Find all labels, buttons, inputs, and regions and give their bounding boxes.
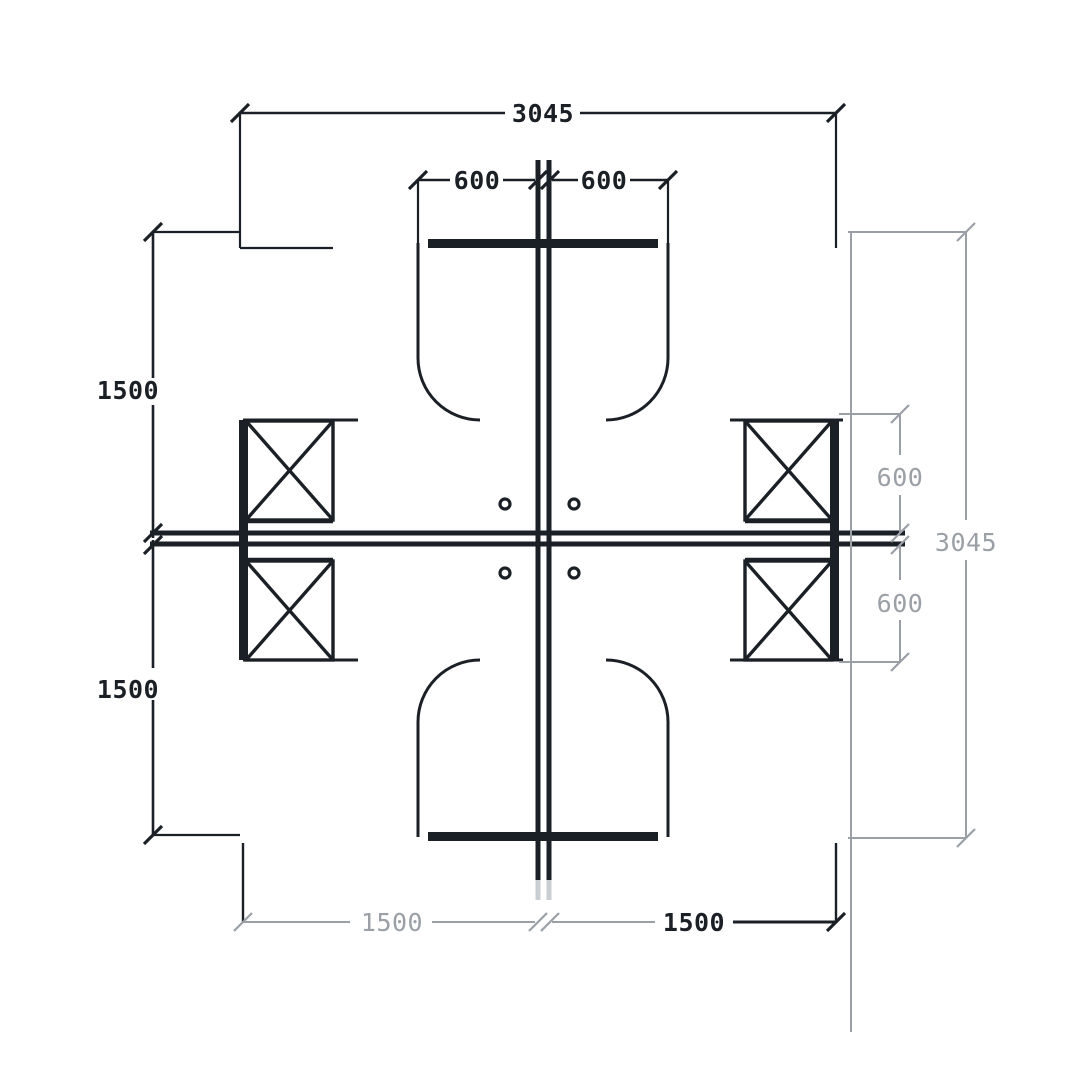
dim-right-overall: 3045	[848, 221, 997, 849]
dim-right-inner: 600 600	[839, 403, 924, 673]
right-end-wall	[830, 420, 839, 660]
dim-label-top-right-inner: 600	[581, 166, 628, 195]
left-end-wall	[239, 420, 248, 660]
dim-label-bottom-right: 1500	[663, 908, 725, 937]
bottom-end-bar	[428, 832, 658, 841]
brace-x-top-right	[743, 419, 834, 522]
dim-label-top-overall: 3045	[512, 99, 574, 128]
fillet-bottom-right	[605, 658, 670, 837]
fillet-top-left	[416, 243, 481, 422]
brace-x-bottom-right	[743, 559, 834, 662]
top-end-bar	[428, 239, 658, 248]
dim-label-top-left-inner: 600	[454, 166, 501, 195]
hole-bottom-right	[567, 566, 581, 580]
structure-outline	[243, 243, 843, 837]
dim-bottom: 1500 1500	[232, 843, 847, 937]
hole-top-right	[567, 497, 581, 511]
brace-x-bottom-left	[244, 559, 335, 662]
dim-top-overall: 3045	[229, 99, 847, 250]
dim-label-left-upper: 1500	[97, 376, 159, 405]
axis-tail	[535, 880, 552, 900]
dim-label-right-lower: 600	[877, 589, 924, 618]
brace-x-top-left	[244, 419, 335, 522]
center-axes	[150, 160, 905, 880]
hole-top-left	[498, 497, 512, 511]
fillet-top-right	[605, 243, 670, 422]
dim-label-bottom-left: 1500	[361, 908, 423, 937]
dim-label-right-upper: 600	[877, 463, 924, 492]
center-hole-group	[498, 497, 581, 580]
dim-top-inner: 600 600	[407, 166, 679, 248]
dim-left-vertical: 1500 1500	[97, 221, 240, 846]
fillet-bottom-left	[416, 658, 481, 837]
inner-ledges	[243, 518, 835, 563]
hole-bottom-left	[498, 566, 512, 580]
dim-label-left-lower: 1500	[97, 675, 159, 704]
dim-label-right-overall: 3045	[935, 528, 997, 557]
